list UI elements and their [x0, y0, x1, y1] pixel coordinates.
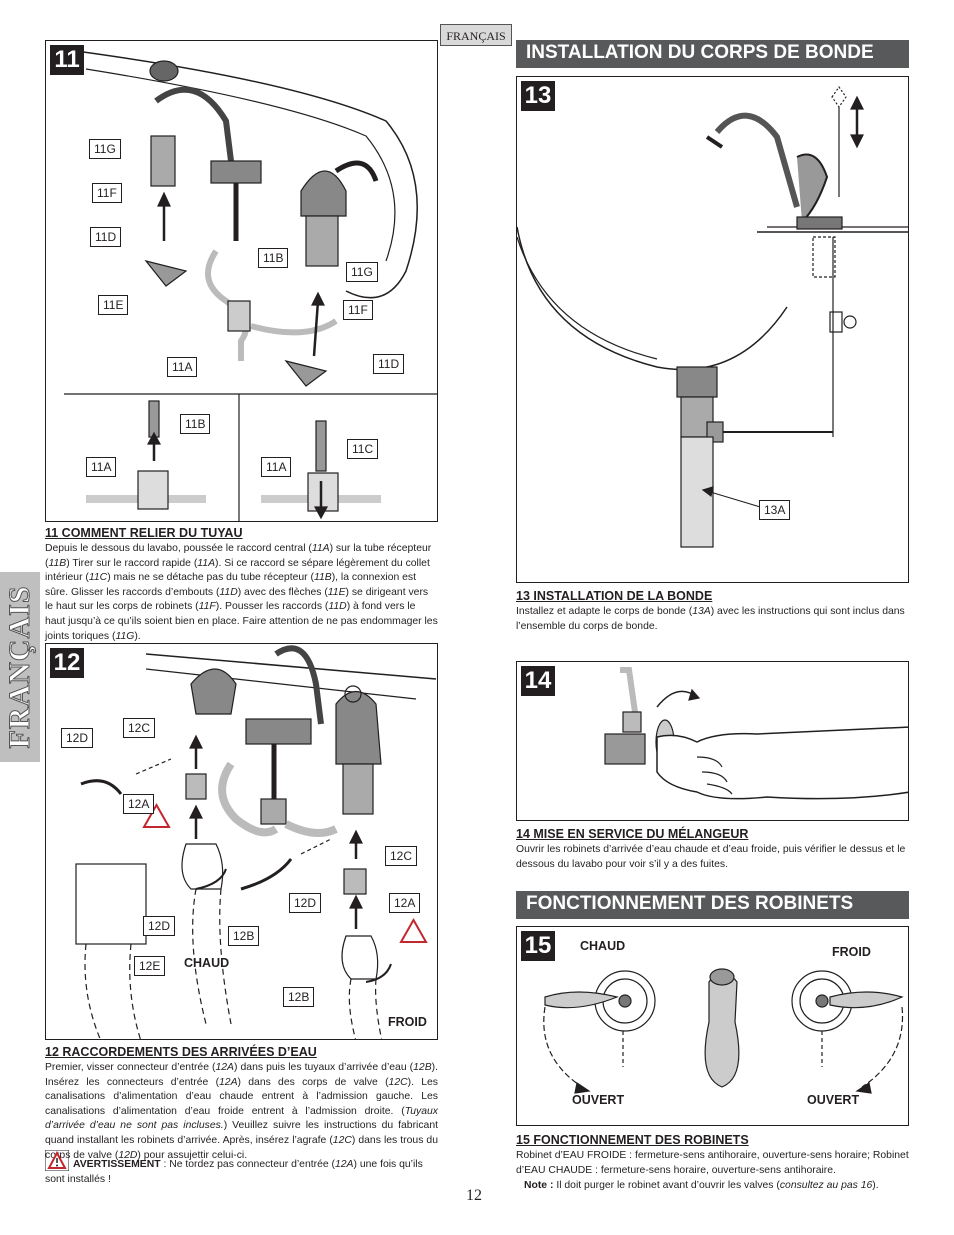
figure-14-text: Ouvrir les robinets d’arrivée d’eau chau…	[516, 844, 906, 870]
figure-12-caption: 12 RACCORDEMENTS DES ARRIVÉES D’EAU	[45, 1045, 317, 1059]
figure-11-number: 11	[50, 45, 84, 75]
hot-label: CHAUD	[184, 956, 230, 970]
label-11F: 11F	[343, 300, 373, 320]
warning-icon	[45, 1150, 69, 1171]
open-label-left: OUVERT	[572, 1093, 625, 1107]
label-12D: 12D	[143, 916, 176, 936]
label-11G: 11G	[89, 139, 121, 159]
label-12C: 12C	[385, 846, 418, 866]
label-12B: 12B	[228, 926, 260, 946]
figure-12-warning: AVERTISSEMENT : Ne tordez pas connecteur…	[45, 1150, 438, 1187]
figure-12-number: 12	[50, 648, 84, 678]
figure-15-text: Robinet d’EAU FROIDE : fermeture-sens an…	[516, 1150, 909, 1176]
figure-13: 13 13A	[516, 76, 909, 583]
figure-12-text: Premier, visser connecteur d’entrée (12A…	[45, 1062, 438, 1161]
page-number: 12	[466, 1187, 482, 1204]
hot-label: CHAUD	[580, 939, 626, 953]
label-11D: 11D	[373, 354, 405, 374]
label-11B: 11B	[180, 414, 211, 434]
label-12D: 12D	[61, 728, 94, 748]
figure-13-text: Installez et adapte le corps de bonde (1…	[516, 606, 905, 632]
figure-15-note: Note : Il doit purger le robinet avant d…	[524, 1180, 879, 1191]
figure-15-number: 15	[521, 931, 555, 961]
figure-12-illustration	[75, 645, 437, 1039]
label-12C: 12C	[123, 718, 156, 738]
figure-13-illustration	[517, 85, 908, 548]
banner-robinets: FONCTIONNEMENT DES ROBINETS	[516, 891, 909, 919]
figure-14-caption: 14 MISE EN SERVICE DU MÉLANGEUR	[516, 827, 749, 841]
label-11B: 11B	[258, 248, 289, 268]
figure-15-illustration	[543, 968, 904, 1094]
label-12E: 12E	[134, 956, 166, 976]
side-language-label: FRANÇAIS	[3, 585, 37, 749]
cold-label: FROID	[832, 945, 871, 959]
label-11C: 11C	[347, 439, 379, 459]
label-11F: 11F	[92, 183, 122, 203]
label-13A: 13A	[759, 500, 791, 520]
cold-label: FROID	[388, 1015, 427, 1029]
label-12B: 12B	[283, 987, 315, 1007]
figure-13-caption: 13 INSTALLATION DE LA BONDE	[516, 589, 713, 603]
figure-13-number: 13	[521, 81, 555, 111]
language-tag: FRANÇAIS	[440, 24, 512, 46]
label-12A: 12A	[123, 794, 155, 814]
figure-14-illustration	[604, 667, 908, 800]
label-11A: 11A	[86, 457, 117, 477]
label-11D: 11D	[90, 227, 122, 247]
figure-15: 15 CHAUD FROID OUVERT OUVERT	[516, 926, 909, 1126]
figure-15-caption: 15 FONCTIONNEMENT DES ROBINETS	[516, 1133, 749, 1147]
figure-11-caption: 11 COMMENT RELIER DU TUYAU	[45, 526, 243, 540]
label-12A: 12A	[389, 893, 421, 913]
side-language-tab: FRANÇAIS	[0, 572, 40, 762]
label-11A: 11A	[167, 357, 198, 377]
banner-bonde: INSTALLATION DU CORPS DE BONDE	[516, 40, 909, 68]
figure-11-text: Depuis le dessous du lavabo, poussée le …	[45, 543, 438, 642]
label-11E: 11E	[98, 295, 129, 315]
figure-11-illustration	[64, 50, 437, 521]
figure-14-number: 14	[521, 666, 555, 696]
label-11A: 11A	[261, 457, 292, 477]
figure-11: 11 11G 11F 11D 11E 11B 11G 11F 11A 11D 1…	[45, 40, 438, 522]
figure-14: 14	[516, 661, 909, 821]
label-12D: 12D	[289, 893, 322, 913]
figure-12: 12 12D 12C 12A 12C 12D 12A 12D 12B 12E 1…	[45, 643, 438, 1040]
label-11G: 11G	[346, 262, 378, 282]
open-label-right: OUVERT	[807, 1093, 860, 1107]
